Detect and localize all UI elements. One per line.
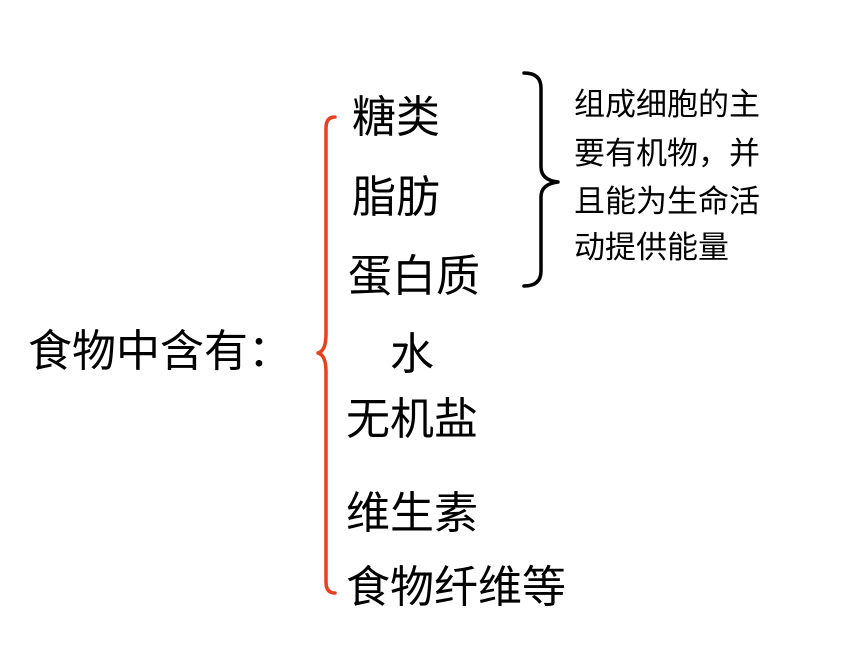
note-line: 组成细胞的主 (574, 87, 760, 123)
root-label: 食物中含有： (28, 326, 292, 377)
item-protein: 蛋白质 (348, 251, 480, 302)
item-sugar: 糖类 (352, 92, 440, 143)
note-line: 动提供能量 (574, 230, 729, 266)
item-fiber: 食物纤维等 (346, 562, 566, 613)
sub-brace (522, 71, 560, 288)
note-line: 要有机物，并 (574, 136, 760, 172)
item-minerals: 无机盐 (346, 394, 478, 445)
item-fat: 脂肪 (352, 172, 440, 223)
item-vitamins: 维生素 (346, 488, 478, 539)
item-water: 水 (390, 329, 434, 380)
main-brace (316, 115, 337, 595)
note-line: 且能为生命活 (574, 184, 760, 220)
